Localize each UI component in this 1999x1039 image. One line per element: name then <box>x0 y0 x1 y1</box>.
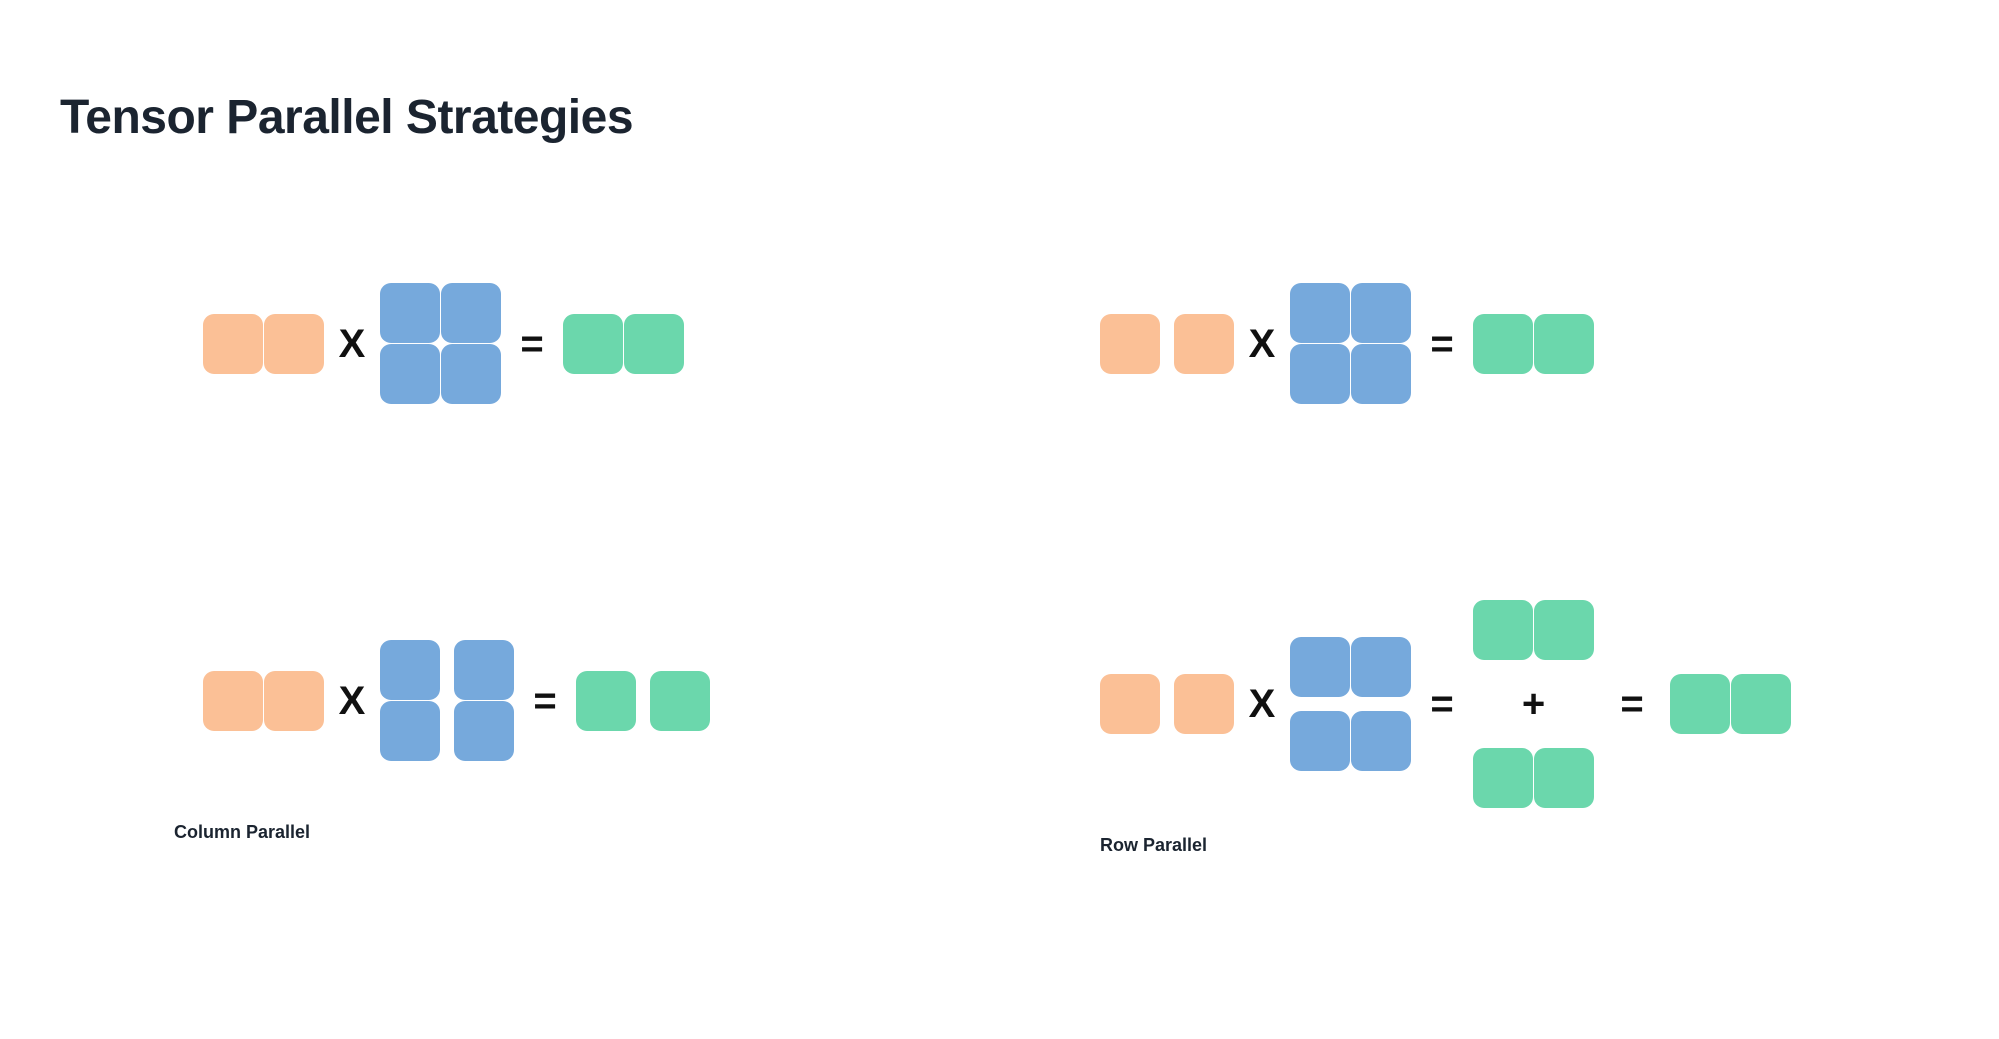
operator-multiply: X <box>1248 682 1276 726</box>
matrix-cell-input <box>264 670 324 731</box>
matrix-weight-row-sharded <box>1290 637 1411 771</box>
matrix-input-activations <box>203 670 324 731</box>
matrix-row <box>1100 674 1234 734</box>
matrix-input-activations <box>203 313 324 374</box>
matrix-cell-weight-shard-1 <box>1290 711 1350 771</box>
matrix-cell-partial-top <box>1473 600 1533 660</box>
operator-multiply: X <box>1248 321 1276 366</box>
operator-equals: = <box>1430 682 1454 726</box>
diagram-row-parallel-bottom: X = + = <box>1100 600 1791 808</box>
page-title: Tensor Parallel Strategies <box>60 91 634 145</box>
matrix-row <box>1100 313 1234 374</box>
caption-column-parallel: Column Parallel <box>174 822 311 842</box>
matrix-cell-input-shard-0 <box>1100 313 1160 374</box>
matrix-cell-weight-shard-1 <box>454 640 514 700</box>
matrix-cell-weight <box>380 283 440 343</box>
matrix-weight <box>380 283 501 404</box>
matrix-row <box>1473 748 1594 808</box>
matrix-cell-input-shard-0 <box>1100 674 1160 734</box>
matrix-cell-input-shard-1 <box>1174 674 1234 734</box>
matrix-cell-partial-top <box>1534 600 1594 660</box>
caption-row-parallel: Row Parallel <box>1100 835 1208 855</box>
matrix-row-shard-1 <box>1290 711 1411 771</box>
matrix-cell-weight-shard-1 <box>1351 711 1411 771</box>
operator-multiply: X <box>338 678 366 723</box>
matrix-weight-column-sharded <box>380 640 514 761</box>
matrix-cell-weight <box>441 283 501 343</box>
matrix-cell-output <box>1473 313 1533 374</box>
matrix-cell-input-shard-1 <box>1174 313 1234 374</box>
matrix-output-activations <box>1473 313 1594 374</box>
matrix-cell-output-shard-0 <box>576 670 636 731</box>
matrix-row <box>380 640 514 700</box>
operator-equals: = <box>1430 321 1454 366</box>
matrix-row <box>203 670 324 731</box>
matrix-cell-output-shard-1 <box>650 670 710 731</box>
matrix-cell-input <box>203 670 263 731</box>
partial-sum-stack: + <box>1473 600 1594 808</box>
matrix-cell-weight-shard-0 <box>1290 637 1350 697</box>
matrix-cell-output <box>624 313 684 374</box>
matrix-cell-weight <box>1351 344 1411 404</box>
matrix-cell-weight <box>1290 283 1350 343</box>
matrix-row <box>380 283 501 343</box>
matrix-cell-weight <box>380 344 440 404</box>
matrix-partial-output-top <box>1473 600 1594 660</box>
matrix-row <box>1473 313 1594 374</box>
operator-equals: = <box>520 321 544 366</box>
matrix-partial-output-bottom <box>1473 748 1594 808</box>
matrix-input-sharded <box>1100 674 1234 734</box>
matrix-cell-output <box>1534 313 1594 374</box>
matrix-cell-weight-shard-0 <box>380 640 440 700</box>
matrix-row <box>1473 600 1594 660</box>
matrix-cell-weight <box>441 344 501 404</box>
operator-equals-final: = <box>1620 682 1644 726</box>
matrix-row <box>576 670 710 731</box>
matrix-cell-weight <box>1290 344 1350 404</box>
matrix-row-shard-0 <box>1290 637 1411 697</box>
matrix-row <box>380 344 501 404</box>
matrix-cell-reduced-output <box>1731 674 1791 734</box>
matrix-row <box>203 313 324 374</box>
matrix-output-column-sharded <box>576 670 710 731</box>
matrix-row <box>563 313 684 374</box>
matrix-output-activations <box>563 313 684 374</box>
matrix-cell-output <box>563 313 623 374</box>
operator-plus: + <box>1521 682 1546 726</box>
matrix-cell-input <box>203 313 263 374</box>
matrix-cell-partial-bottom <box>1534 748 1594 808</box>
matrix-cell-weight <box>1351 283 1411 343</box>
matrix-row <box>1290 283 1411 343</box>
operator-equals: = <box>533 678 557 723</box>
diagram-column-parallel-bottom: X = <box>203 640 710 761</box>
matrix-row <box>380 701 514 761</box>
matrix-cell-weight-shard-1 <box>454 701 514 761</box>
matrix-weight <box>1290 283 1411 404</box>
matrix-row <box>1290 344 1411 404</box>
diagram-row-parallel-top: X = <box>1100 283 1594 404</box>
diagram-column-parallel-top: X = <box>203 283 684 404</box>
matrix-cell-weight-shard-0 <box>380 701 440 761</box>
operator-multiply: X <box>338 321 366 366</box>
matrix-row <box>1670 674 1791 734</box>
matrix-input-sharded <box>1100 313 1234 374</box>
matrix-cell-reduced-output <box>1670 674 1730 734</box>
matrix-cell-partial-bottom <box>1473 748 1533 808</box>
matrix-reduced-output <box>1670 674 1791 734</box>
matrix-cell-input <box>264 313 324 374</box>
matrix-cell-weight-shard-0 <box>1351 637 1411 697</box>
